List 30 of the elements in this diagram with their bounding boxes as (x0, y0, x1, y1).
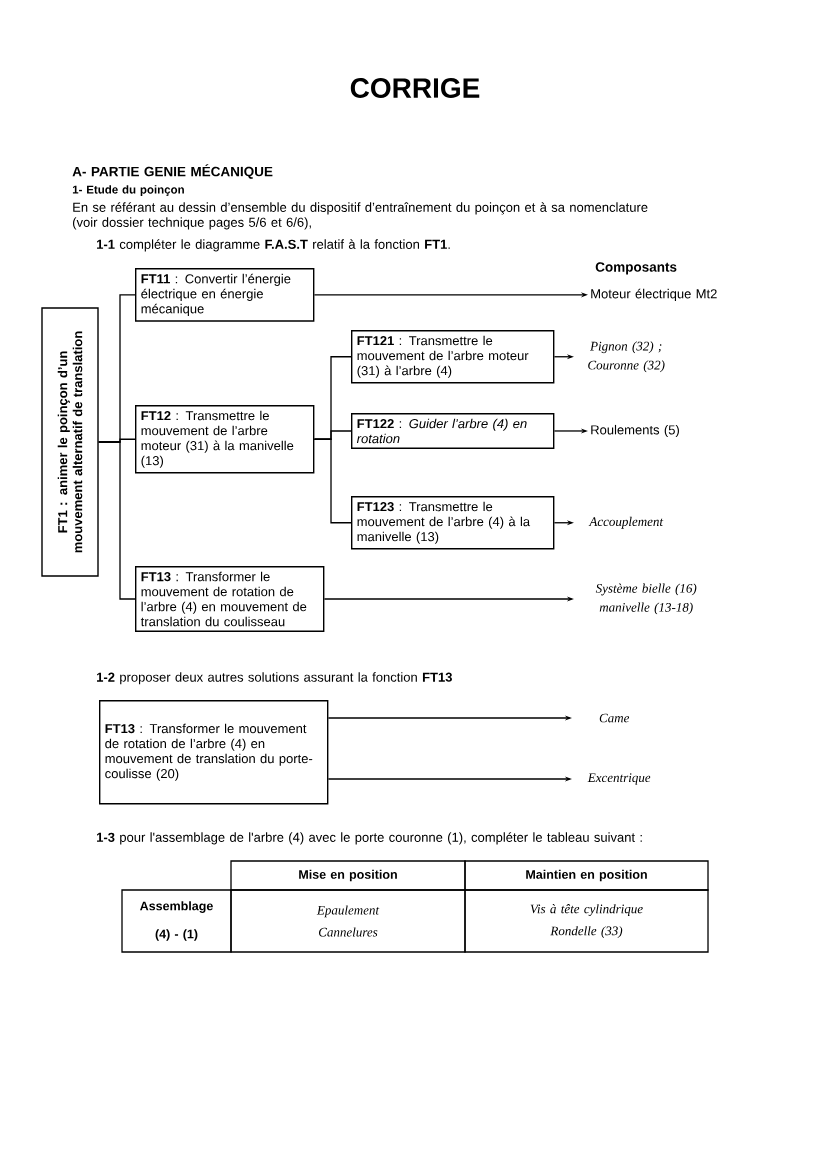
function-box: FT123 : Transmettre le mouvement de l’arbre (4) à la manivelle (13) (351, 496, 555, 550)
section-heading: A- PARTIE GENIE MÉCANIQUE (72, 164, 273, 179)
connector-line (313, 438, 352, 524)
paragraph: En se référant au dessin d’ensemble du dispositif d’entraînement du poinçon et à sa nomenclature (voir dossier technique pages 5/6 et 6/6), (73, 202, 648, 230)
component-label: Moteur électrique Mt2 (591, 288, 717, 301)
component-label: Accouplement (588, 516, 664, 529)
subheading: 1- Etude du poinçon (72, 185, 184, 196)
function-box: FT121 : Transmettre le mouvement de l’arbre moteur (31) à l’arbre (4) (351, 330, 555, 384)
table-cell: Assemblage (4) - (1) (121, 889, 232, 953)
instruction: 1-3 pour l'assemblage de l'arbre (4) avec le porte couronne (1), compléter le tableau suivant : (97, 832, 642, 845)
function-box: FT13 : Transformer le mouvement de rotation de l’arbre (4) en mouvement de translation du coulisseau (135, 566, 325, 632)
function-box: FT1 : animer le poinçon d’un mouvement alternatif de translation (41, 307, 99, 577)
column-heading: Composants (595, 262, 677, 275)
table-cell: Vis à tête cylindrique Rondelle (33) (464, 889, 709, 953)
connector-line (98, 441, 136, 600)
title: CORRIGE (350, 78, 480, 98)
component-label: Pignon (32) ; Couronne (32) (588, 341, 665, 373)
component-label: Excentrique (587, 773, 651, 785)
component-label: Système bielle (16) manivelle (13-18) (595, 583, 697, 615)
component-label: Came (599, 713, 630, 723)
function-box: FT13 : Transformer le mouvement de rotation de l’arbre (4) en mouvement de translation du porte-coulisse (20) (99, 700, 329, 805)
table-header-cell: Mise en position (230, 860, 466, 891)
component-label: Roulements (5) (591, 424, 679, 438)
instruction: 1-1 compléter le diagramme F.A.S.T relatif à la fonction FT1. (97, 239, 450, 252)
function-box: FT122 : Guider l’arbre (4) en rotation (351, 413, 555, 449)
function-box: FT12 : Transmettre le mouvement de l’arbre moteur (31) à la manivelle (13) (135, 405, 315, 474)
function-box: FT11 : Convertir l’énergie électrique en énergie mécanique (135, 268, 315, 322)
table-header-cell: Maintien en position (464, 860, 709, 891)
table-cell: Epaulement Cannelures (230, 889, 466, 953)
instruction: 1-2 proposer deux autres solutions assurant la fonction FT13 (97, 672, 452, 685)
